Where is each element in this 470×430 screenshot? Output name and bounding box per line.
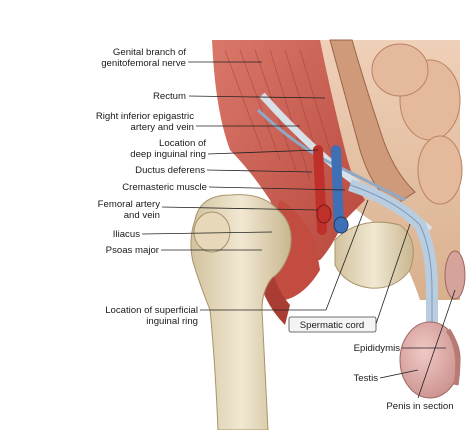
label-genital-branch-1: Genital branch of: [113, 47, 186, 58]
label-penis-in-section: Penis in section: [386, 401, 453, 412]
label-inferior-epigastric-1: Right inferior epigastric: [96, 111, 194, 122]
label-ductus-deferens: Ductus deferens: [135, 165, 205, 176]
femoral-vein-section: [333, 216, 349, 234]
label-femoral-1: Femoral artery: [98, 199, 161, 210]
femur: [190, 194, 292, 430]
label-iliacus: Iliacus: [113, 229, 140, 240]
label-deep-ring-1: Location of: [159, 138, 206, 149]
leader-lines: [141, 61, 456, 399]
label-deep-ring-2: deep inguinal ring: [130, 149, 206, 160]
label-superficial-ring-1: Location of superficial: [105, 305, 198, 316]
femoral-vein: [331, 145, 344, 233]
label-superficial-ring-2: inguinal ring: [146, 316, 198, 327]
femoral-artery-section: [316, 204, 332, 224]
label-psoas-major: Psoas major: [106, 245, 160, 256]
label-femoral-2: and vein: [124, 210, 160, 221]
ductus-deferens: [256, 108, 406, 202]
label-rectum: Rectum: [153, 91, 186, 102]
label-cremasteric-muscle: Cremasteric muscle: [122, 182, 207, 193]
label-spermatic-cord: Spermatic cord: [300, 320, 365, 331]
abdominal-muscles: [212, 40, 365, 260]
label-genital-branch-2: genitofemoral nerve: [101, 58, 186, 69]
label-inferior-epigastric-2: artery and vein: [131, 122, 194, 133]
epididymis: [445, 328, 461, 386]
greater-trochanter: [193, 211, 231, 253]
label-testis: Testis: [353, 373, 378, 384]
penis-section: [444, 250, 466, 300]
intestine-loops: [371, 43, 463, 205]
label-epididymis: Epididymis: [354, 343, 401, 354]
spermatic-cord-label-box: [288, 316, 377, 333]
